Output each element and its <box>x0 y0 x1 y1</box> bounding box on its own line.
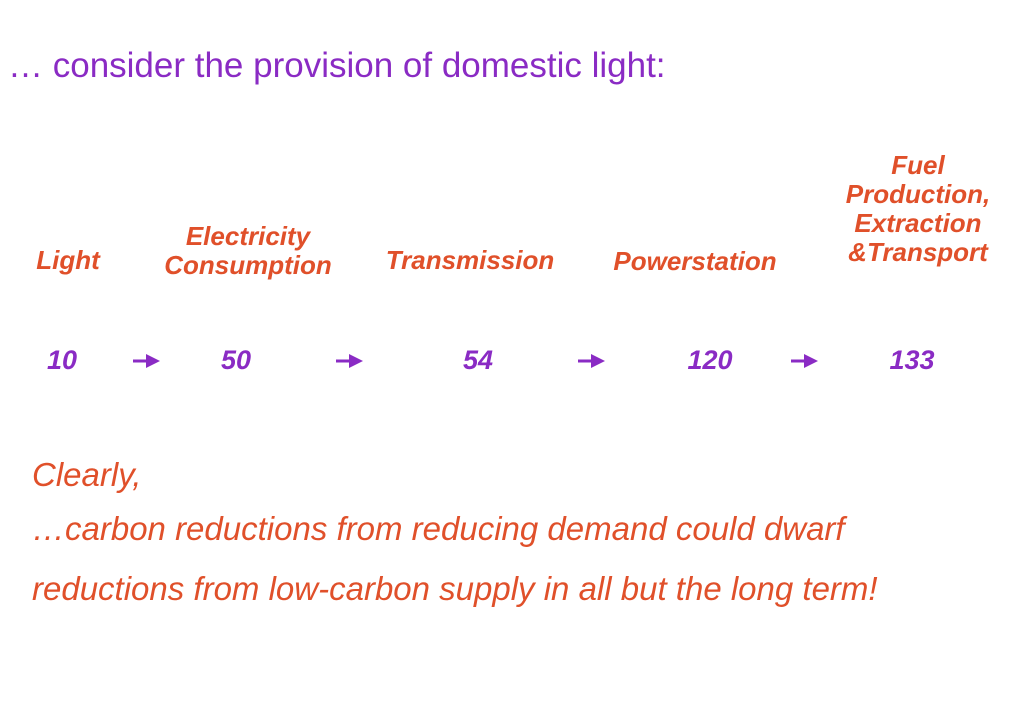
stage-value-fuel-production: 133 <box>889 345 935 375</box>
stage-label-powerstation: Powerstation <box>613 246 777 276</box>
conclusion-line-2: …carbon reductions from reducing demand … <box>32 510 845 547</box>
stage-value-transmission: 54 <box>462 345 494 375</box>
right-arrow-icon <box>133 354 160 368</box>
stage-label-light: Light <box>36 245 100 275</box>
stage-value-light: 10 <box>46 345 78 375</box>
stage-label-transmission: Transmission <box>385 245 555 275</box>
conclusion-line-3: reductions from low-carbon supply in all… <box>32 570 878 607</box>
right-arrow-icon <box>578 354 605 368</box>
stage-value-electricity-consumption: 50 <box>220 345 252 375</box>
slide-heading: … consider the provision of domestic lig… <box>8 46 666 85</box>
right-arrow-icon <box>336 354 363 368</box>
conclusion-line-1: Clearly, <box>32 456 142 493</box>
stage-value-powerstation: 120 <box>687 345 733 375</box>
right-arrow-icon <box>791 354 818 368</box>
